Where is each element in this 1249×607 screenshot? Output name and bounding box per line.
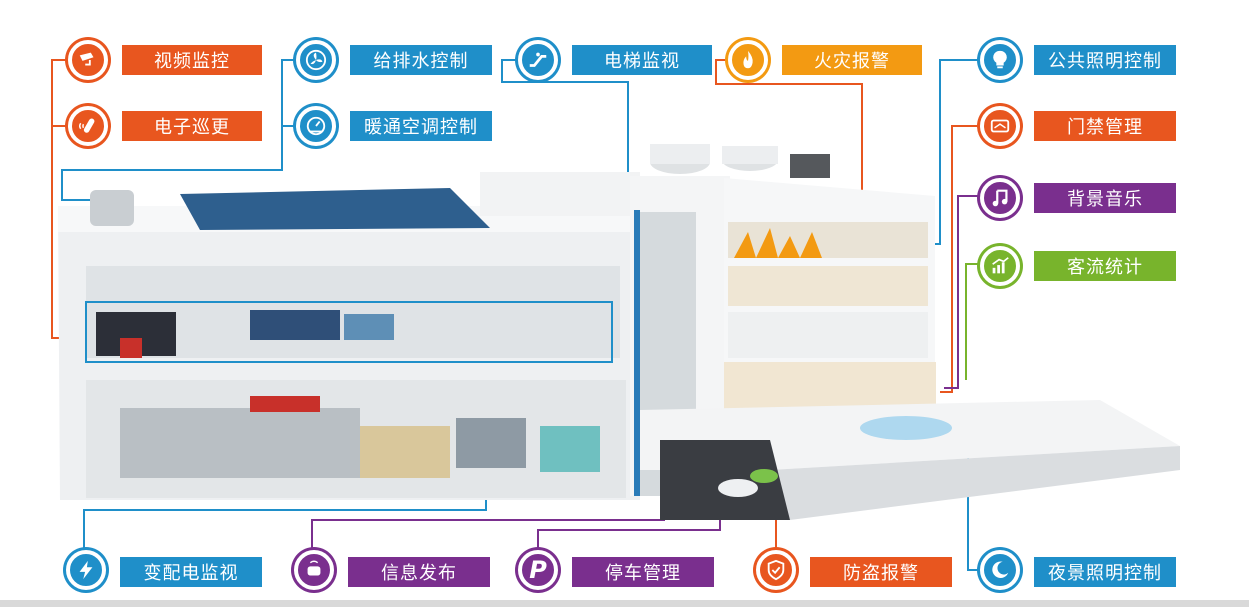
- parking-icon-circle: P: [518, 550, 558, 590]
- fire-icon-circle: [728, 40, 768, 80]
- public-lighting-control-label: 公共照明控制: [1034, 45, 1176, 75]
- lightbulb-icon: [993, 50, 1007, 69]
- solar-panels: [180, 188, 490, 230]
- traffic-icon-circle: [980, 246, 1020, 286]
- video-wall: [250, 310, 340, 340]
- hvac-control-label: 暖通空调控制: [350, 111, 492, 141]
- transformers: [360, 426, 450, 478]
- video-monitoring-label: 视频监控: [122, 45, 262, 75]
- patrol-icon-circle: [68, 106, 108, 146]
- gauge-icon: [306, 116, 326, 136]
- burglar-icon-circle: [756, 550, 796, 590]
- access-icon-circle: [980, 106, 1020, 146]
- fire-flames: [734, 228, 822, 258]
- pump-station: [540, 426, 600, 472]
- bottom-divider: [0, 600, 1249, 607]
- water-icon-circle: [296, 40, 336, 80]
- night-icon-circle: [980, 550, 1020, 590]
- power-icon-circle: [66, 550, 106, 590]
- elevator-icon-circle: [518, 40, 558, 80]
- tower-top: [480, 172, 640, 216]
- floor-office: [728, 266, 928, 306]
- rooftop-ac-unit: [790, 154, 830, 178]
- music-icon-circle: [980, 178, 1020, 218]
- shield-icon: [767, 559, 785, 581]
- info-icon-circle: [294, 550, 334, 590]
- car-white: [718, 479, 758, 497]
- access-control-label: 门禁管理: [1034, 111, 1176, 141]
- fire-alarm-label: 火灾报警: [782, 45, 922, 75]
- water-drainage-control-label: 给排水控制: [350, 45, 492, 75]
- hvac-icon-circle: [296, 106, 336, 146]
- floor-fire: [728, 222, 928, 258]
- flame-icon: [743, 50, 753, 69]
- parking-icon: P: [529, 556, 547, 584]
- music-note-icon: [992, 189, 1008, 207]
- background-music-label: 背景音乐: [1034, 183, 1176, 213]
- bar-chart-icon: [992, 257, 1009, 274]
- cooling-tower-2-body: [722, 146, 778, 164]
- power-distribution-monitoring-label: 变配电监视: [120, 557, 262, 587]
- switchgear: [456, 418, 526, 468]
- escalator-icon: [529, 52, 547, 67]
- fan-icon: [305, 49, 327, 71]
- passenger-flow-statistics-label: 客流统计: [1034, 251, 1176, 281]
- patrol-wand-icon: [79, 118, 95, 133]
- chiller-units: [120, 408, 360, 478]
- parking-entrance: [660, 440, 790, 520]
- plaza-edge: [770, 446, 1180, 520]
- fire-panel: [250, 396, 320, 412]
- cctv-camera-icon: [79, 52, 94, 66]
- lightning-icon: [79, 560, 93, 580]
- video-icon-circle: [68, 40, 108, 80]
- burglar-alarm-label: 防盗报警: [810, 557, 952, 587]
- information-release-label: 信息发布: [348, 557, 490, 587]
- control-room-highlight: [85, 301, 613, 363]
- elevator-monitoring-label: 电梯监视: [572, 45, 712, 75]
- car-green: [750, 469, 778, 483]
- monitor-bank: [344, 314, 394, 340]
- cooling-tower-1-body: [650, 144, 710, 164]
- fountain: [860, 416, 952, 440]
- lighting-icon-circle: [980, 40, 1020, 80]
- red-cabinet: [120, 338, 142, 358]
- e-patrol-label: 电子巡更: [122, 111, 262, 141]
- floor-lobby: [728, 312, 928, 358]
- parking-management-label: 停车管理: [572, 557, 714, 587]
- chat-bubble-icon: [307, 560, 321, 576]
- card-reader-icon: [990, 119, 1010, 133]
- water-tank: [90, 190, 134, 226]
- elevator-rail: [634, 210, 640, 496]
- night-lighting-control-label: 夜景照明控制: [1034, 557, 1176, 587]
- moon-icon: [992, 561, 1009, 578]
